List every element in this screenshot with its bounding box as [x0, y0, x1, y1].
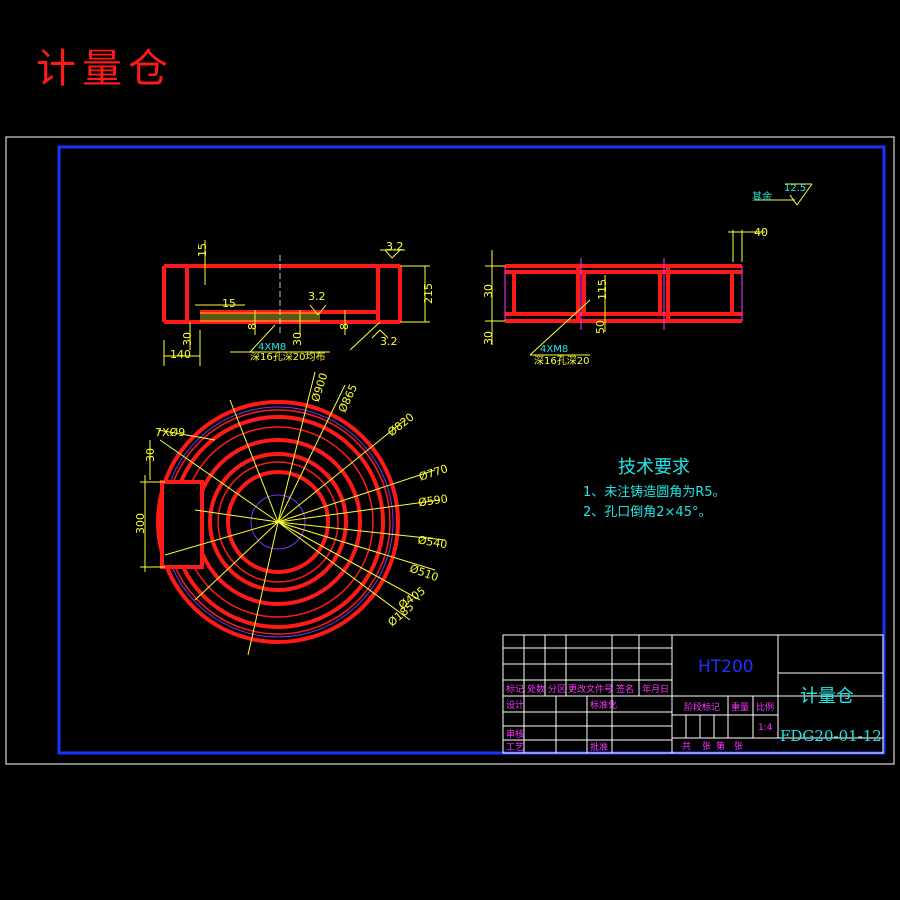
- tb-standardize: 标准化: [590, 699, 617, 711]
- tb-scale: 比例: [756, 701, 774, 713]
- dim-top-30: 30: [144, 448, 157, 462]
- outer-border: [5, 136, 895, 765]
- side-view: 40 30 30 115 50 4XM8 其余 12.5 深16孔深20: [482, 183, 813, 367]
- tb-stage-mark: 阶段标记: [684, 701, 720, 713]
- dia-590: Ø590: [417, 492, 448, 509]
- tb-review: 审核: [506, 728, 524, 740]
- tb-zone: 分区: [548, 684, 566, 695]
- dia-770: Ø770: [417, 462, 449, 484]
- tech-requirements: 技术要求 1、未注铸造圆角为R5。 2、孔口倒角2×45°。: [583, 457, 726, 520]
- dim-side-115: 115: [596, 279, 609, 300]
- tb-drawing-no: FDG20-01-12: [780, 727, 882, 745]
- top-view: 7XØ9 30 300 Ø900 Ø865 Ø820 Ø770 Ø590 Ø54…: [134, 371, 449, 656]
- dim-top-300: 300: [134, 513, 147, 534]
- dia-510: Ø510: [408, 562, 440, 584]
- title-block: 标记 处数 分区 更改文件号 签名 年月日 设计 标准化 审核 工艺 批准 阶段…: [502, 634, 884, 754]
- tb-change-doc: 更改文件号: [568, 683, 613, 695]
- tb-material: HT200: [698, 657, 754, 677]
- dim-width-140: 140: [170, 348, 191, 361]
- dim-side-40: 40: [754, 226, 768, 239]
- dim-top-wall: 15: [196, 243, 209, 257]
- dim-side-30b: 30: [482, 331, 495, 345]
- front-hole-spec: 4XM8: [258, 342, 286, 353]
- dim-inner-15: 15: [222, 297, 236, 310]
- dim-thirty-b: 30: [291, 332, 304, 346]
- dia-865: Ø865: [336, 382, 360, 414]
- dim-height: 215: [422, 283, 435, 304]
- tb-scale-value: 1:4: [758, 723, 773, 733]
- tb-total: 共: [682, 741, 691, 752]
- dim-eight-a: 8: [246, 323, 259, 330]
- tb-date: 年月日: [642, 683, 669, 695]
- tb-design: 设计: [506, 699, 524, 711]
- side-hole-note: 深16孔深20: [534, 355, 589, 367]
- front-hole-note: 深16孔深20均布: [250, 351, 325, 363]
- side-hole-spec: 4XM8: [540, 344, 568, 355]
- tb-part-name: 计量仓: [800, 686, 854, 707]
- tb-sheet2: 张: [734, 741, 743, 752]
- tech-heading: 技术要求: [618, 457, 690, 478]
- dim-holes: 7XØ9: [155, 426, 185, 439]
- roughness-label: 其余: [752, 190, 772, 203]
- top-view-notch: [160, 480, 204, 569]
- tb-process: 工艺: [506, 742, 524, 753]
- dim-rough-3: 3.2: [380, 335, 398, 348]
- tb-approve: 批准: [590, 741, 608, 753]
- dia-540: Ø540: [417, 533, 448, 551]
- dim-rough-1: 3.2: [386, 240, 404, 253]
- dim-side-30a: 30: [482, 284, 495, 298]
- tech-item-2: 2、孔口倒角2×45°。: [583, 505, 711, 520]
- tb-of: 第: [716, 740, 725, 752]
- tb-weight: 重量: [731, 701, 749, 713]
- dia-900: Ø900: [309, 371, 331, 403]
- inner-border: [57, 145, 886, 755]
- dim-thirty-a: 30: [181, 332, 194, 346]
- drawing-title: 计量仓: [36, 46, 174, 92]
- tb-signature: 签名: [616, 683, 634, 695]
- front-view: 15 3.2 15 3.2 215 8 8 30 30 3.2 140 4XM8…: [162, 240, 435, 366]
- roughness-value: 12.5: [784, 183, 806, 194]
- dia-820: Ø820: [385, 411, 416, 440]
- dim-side-50: 50: [594, 320, 607, 334]
- dim-eight-b: 8: [338, 323, 351, 330]
- front-hatch: [200, 312, 320, 322]
- tb-mark: 标记: [506, 683, 524, 695]
- tech-item-1: 1、未注铸造圆角为R5。: [583, 484, 726, 500]
- tb-sheet: 张: [702, 741, 711, 752]
- tb-count: 处数: [527, 683, 545, 695]
- dim-rough-2: 3.2: [308, 290, 326, 303]
